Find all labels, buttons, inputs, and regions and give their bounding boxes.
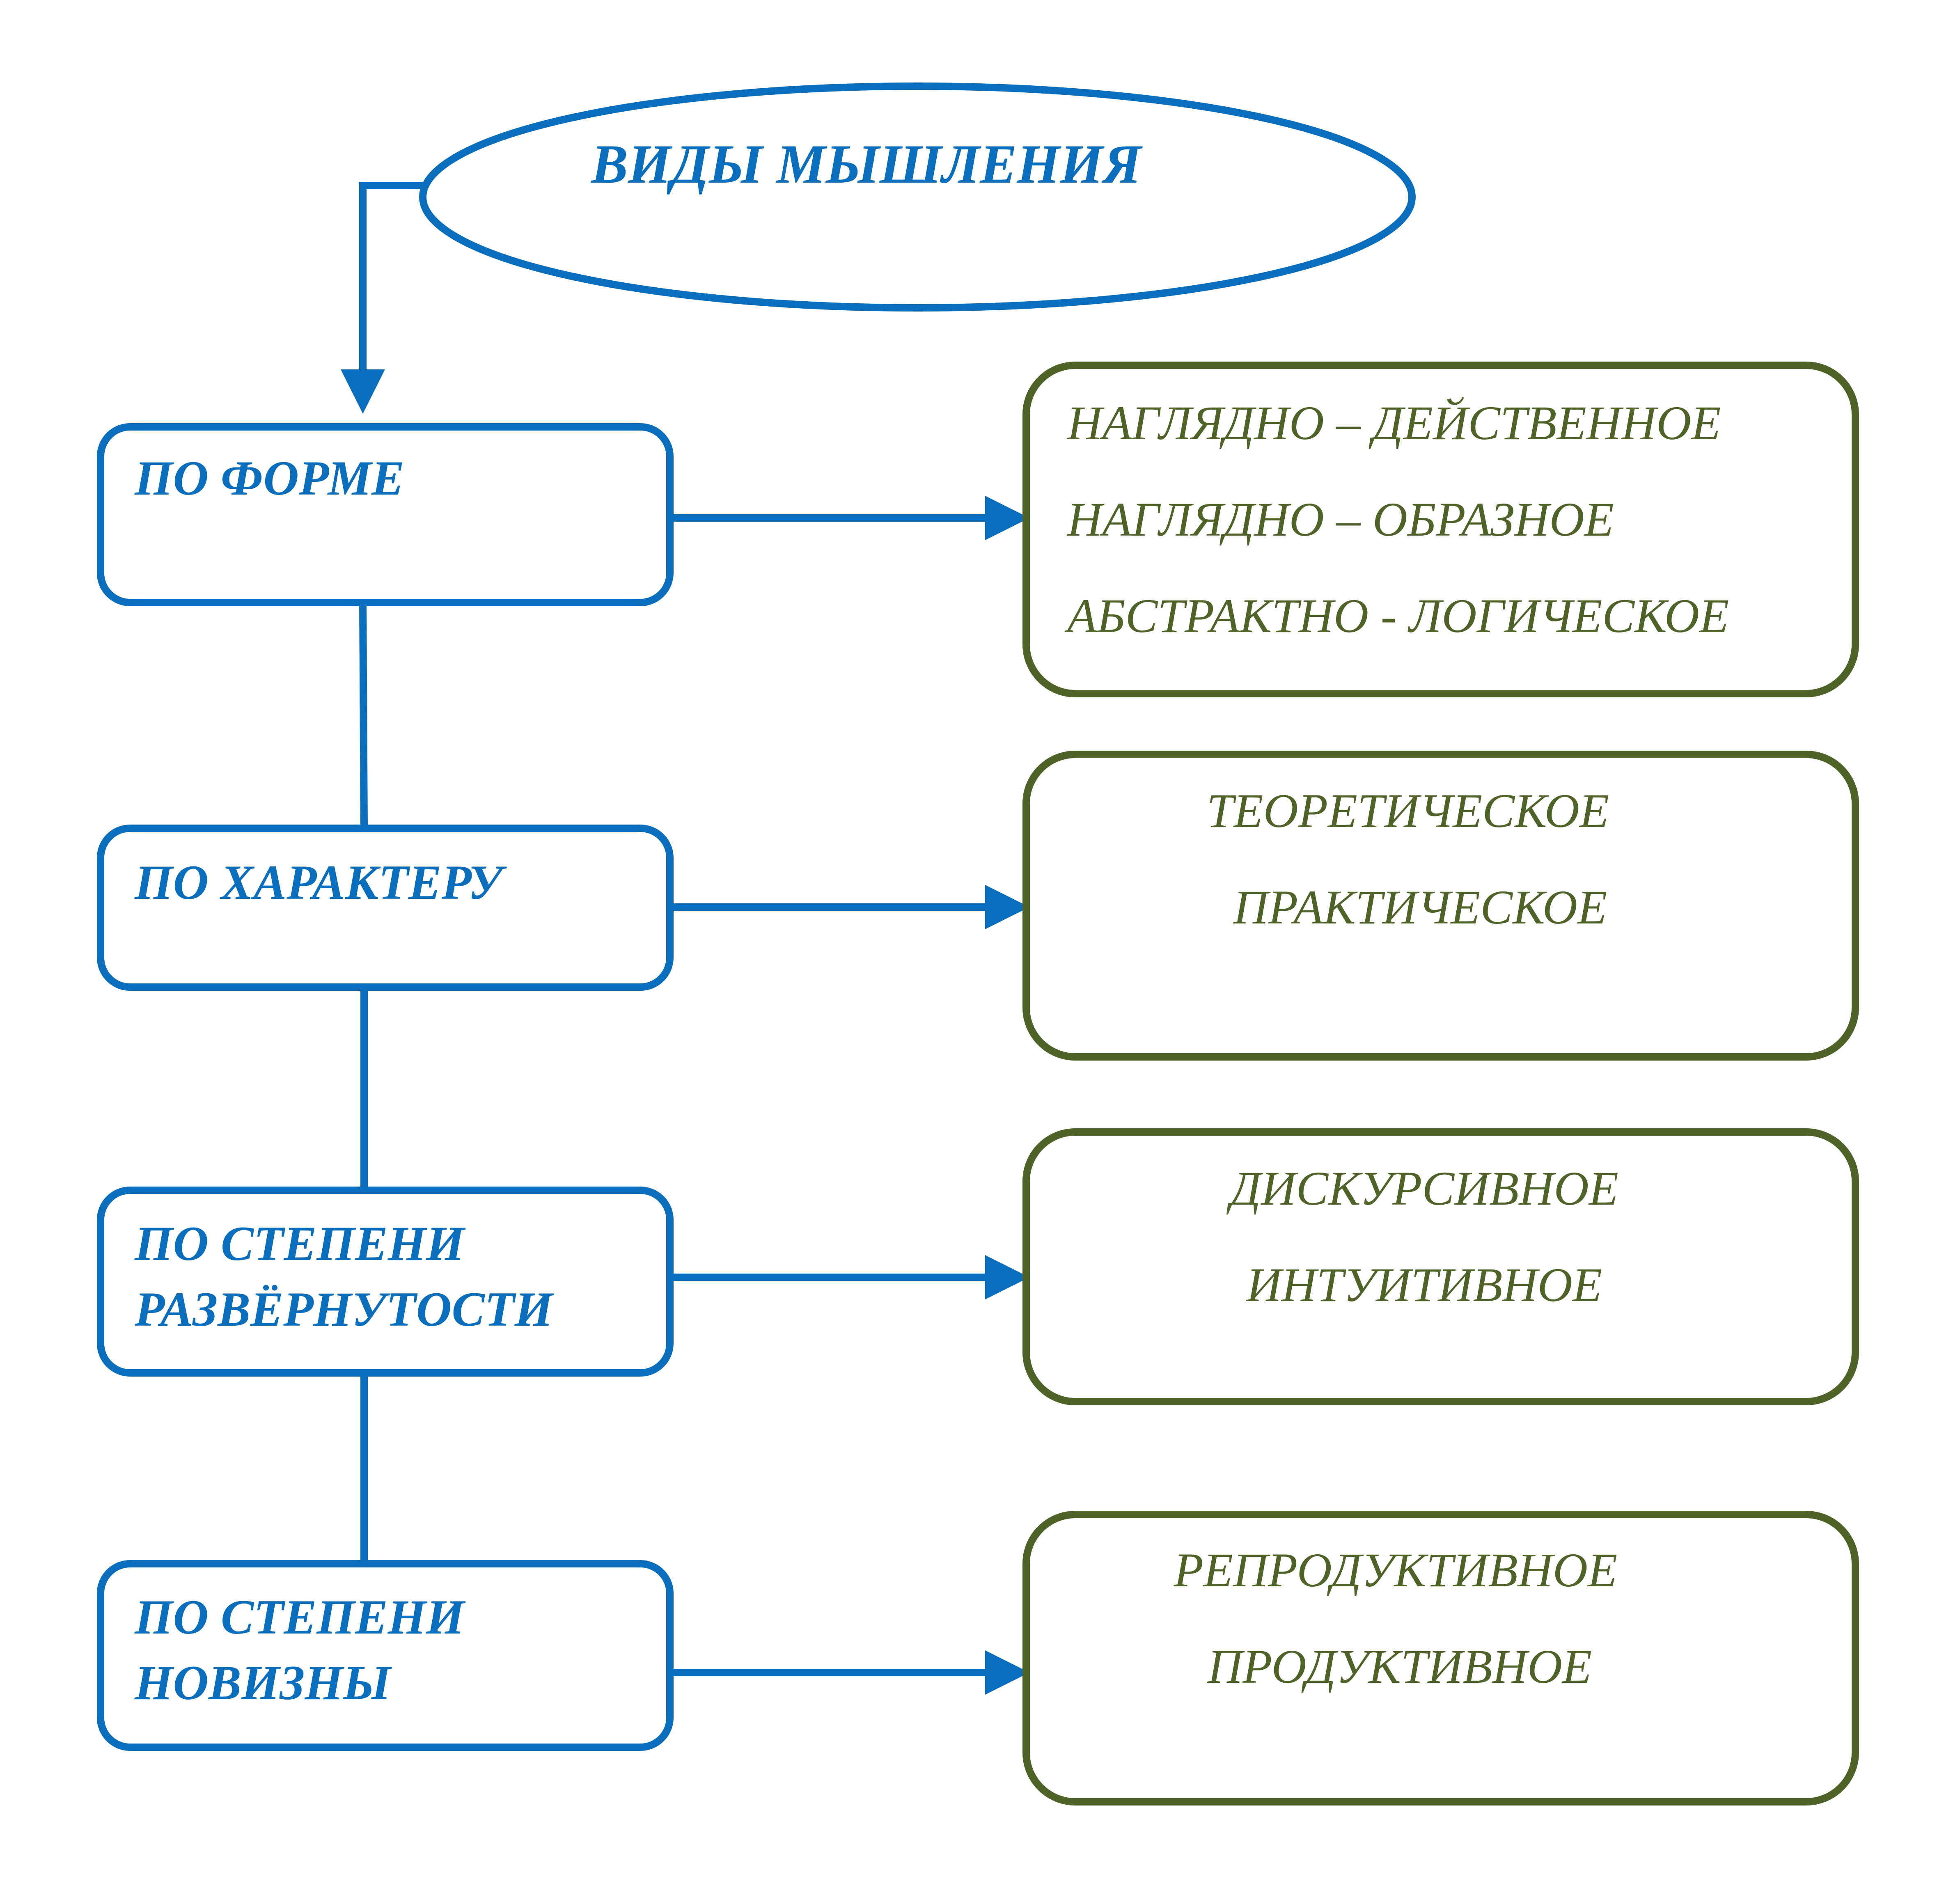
types-box <box>1022 751 1859 1061</box>
category-box <box>97 1560 674 1751</box>
types-box <box>1022 362 1859 697</box>
category-label: ПО ФОРМЕ <box>134 451 404 505</box>
type-label: ИНТУИТИВНОЕ <box>1246 1258 1602 1312</box>
category-label: ПО СТЕПЕНИ <box>134 1216 466 1271</box>
type-label: ТЕОРЕТИЧЕСКОЕ <box>1207 784 1609 838</box>
category-label: ПО СТЕПЕНИ <box>134 1590 466 1644</box>
category-label: ПО ХАРАКТЕРУ <box>134 855 507 910</box>
type-label: РЕПРОДУКТИВНОЕ <box>1174 1543 1617 1597</box>
types-box <box>1022 1511 1859 1805</box>
title-ellipse <box>419 82 1416 312</box>
category-label: РАЗВЁРНУТОСТИ <box>134 1282 555 1336</box>
type-label: НАГЛЯДНО – ДЕЙСТВЕННОЕ <box>1066 396 1721 450</box>
type-label: ПРОДУКТИВНОЕ <box>1207 1640 1592 1693</box>
type-label: НАГЛЯДНО – ОБРАЗНОЕ <box>1066 493 1614 546</box>
types-box <box>1022 1128 1859 1405</box>
type-label: ПРАКТИЧЕСКОЕ <box>1233 880 1607 934</box>
category-label: НОВИЗНЫ <box>134 1655 392 1710</box>
title-connector <box>341 182 425 414</box>
spine-segment <box>359 602 368 829</box>
diagram-title: ВИДЫ МЫШЛЕНИЯ <box>590 134 1143 195</box>
type-label: ДИСКУРСИВНОЕ <box>1226 1162 1618 1215</box>
category-box <box>97 1187 674 1377</box>
type-label: АБСТРАКТНО - ЛОГИЧЕСКОЕ <box>1064 589 1729 643</box>
